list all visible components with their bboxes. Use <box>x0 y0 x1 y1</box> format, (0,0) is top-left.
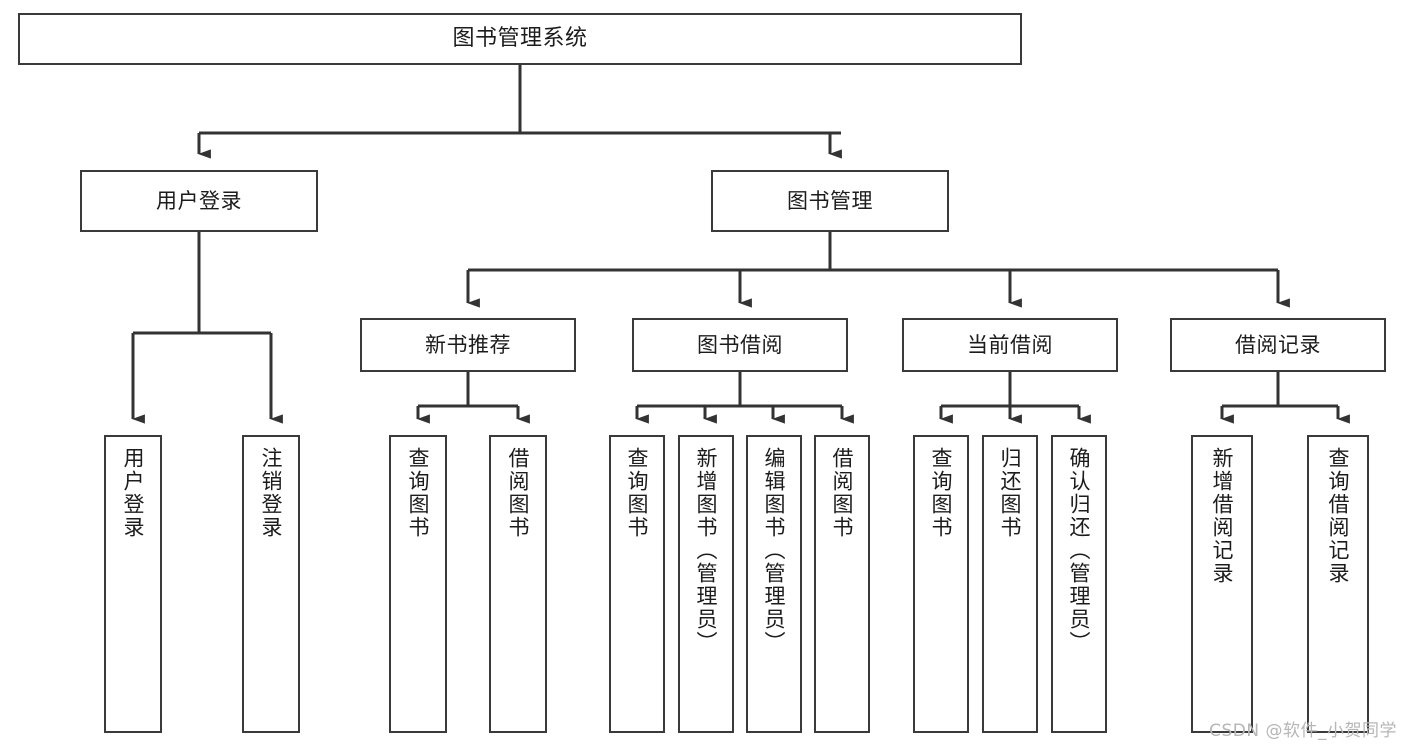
node-label: 查询借阅记录 <box>1326 447 1351 585</box>
node-label: 借阅图书 <box>506 447 531 539</box>
node-label: 借阅记录 <box>1235 332 1321 357</box>
node-label: 图书管理系统 <box>452 26 588 52</box>
leaf-borrow-book[interactable]: 借阅图书 <box>814 435 870 733</box>
node-label: 查询图书 <box>929 447 954 539</box>
node-label: 图书管理 <box>787 188 873 213</box>
leaf-query-book-newbook[interactable]: 查询图书 <box>389 435 447 733</box>
node-borrow-record[interactable]: 借阅记录 <box>1170 318 1386 372</box>
node-label: 注销登录 <box>259 447 284 539</box>
node-current-borrow[interactable]: 当前借阅 <box>902 318 1118 372</box>
node-new-book-recommend[interactable]: 新书推荐 <box>360 318 576 372</box>
node-label: 用户登录 <box>121 447 146 539</box>
node-label: 当前借阅 <box>967 332 1053 357</box>
node-label: 用户登录 <box>156 188 242 213</box>
leaf-add-borrow-record[interactable]: 新增借阅记录 <box>1191 435 1253 733</box>
node-root-system[interactable]: 图书管理系统 <box>18 13 1022 65</box>
leaf-query-book-borrow[interactable]: 查询图书 <box>609 435 665 733</box>
leaf-return-book[interactable]: 归还图书 <box>982 435 1038 733</box>
node-label: 图书借阅 <box>697 332 783 357</box>
leaf-query-book-current[interactable]: 查询图书 <box>913 435 969 733</box>
node-book-management[interactable]: 图书管理 <box>711 170 949 232</box>
node-label: 新增图书（管理员） <box>694 447 719 654</box>
node-label: 查询图书 <box>406 447 431 539</box>
node-label: 新增借阅记录 <box>1210 447 1235 585</box>
leaf-add-book-admin[interactable]: 新增图书（管理员） <box>678 435 734 733</box>
leaf-edit-book-admin[interactable]: 编辑图书（管理员） <box>746 435 802 733</box>
leaf-confirm-return-admin[interactable]: 确认归还（管理员） <box>1051 435 1107 733</box>
leaf-logout[interactable]: 注销登录 <box>242 435 300 733</box>
node-label: 查询图书 <box>625 447 650 539</box>
node-user-login[interactable]: 用户登录 <box>80 170 318 232</box>
node-label: 确认归还（管理员） <box>1067 447 1092 654</box>
leaf-query-borrow-record[interactable]: 查询借阅记录 <box>1307 435 1369 733</box>
node-label: 新书推荐 <box>425 332 511 357</box>
node-label: 编辑图书（管理员） <box>762 447 787 654</box>
node-label: 归还图书 <box>998 447 1023 539</box>
leaf-user-login[interactable]: 用户登录 <box>104 435 162 733</box>
node-label: 借阅图书 <box>830 447 855 539</box>
leaf-borrow-book-newbook[interactable]: 借阅图书 <box>489 435 547 733</box>
node-book-borrow[interactable]: 图书借阅 <box>632 318 848 372</box>
watermark-text: CSDN @软件_小贺同学 <box>1209 721 1397 741</box>
